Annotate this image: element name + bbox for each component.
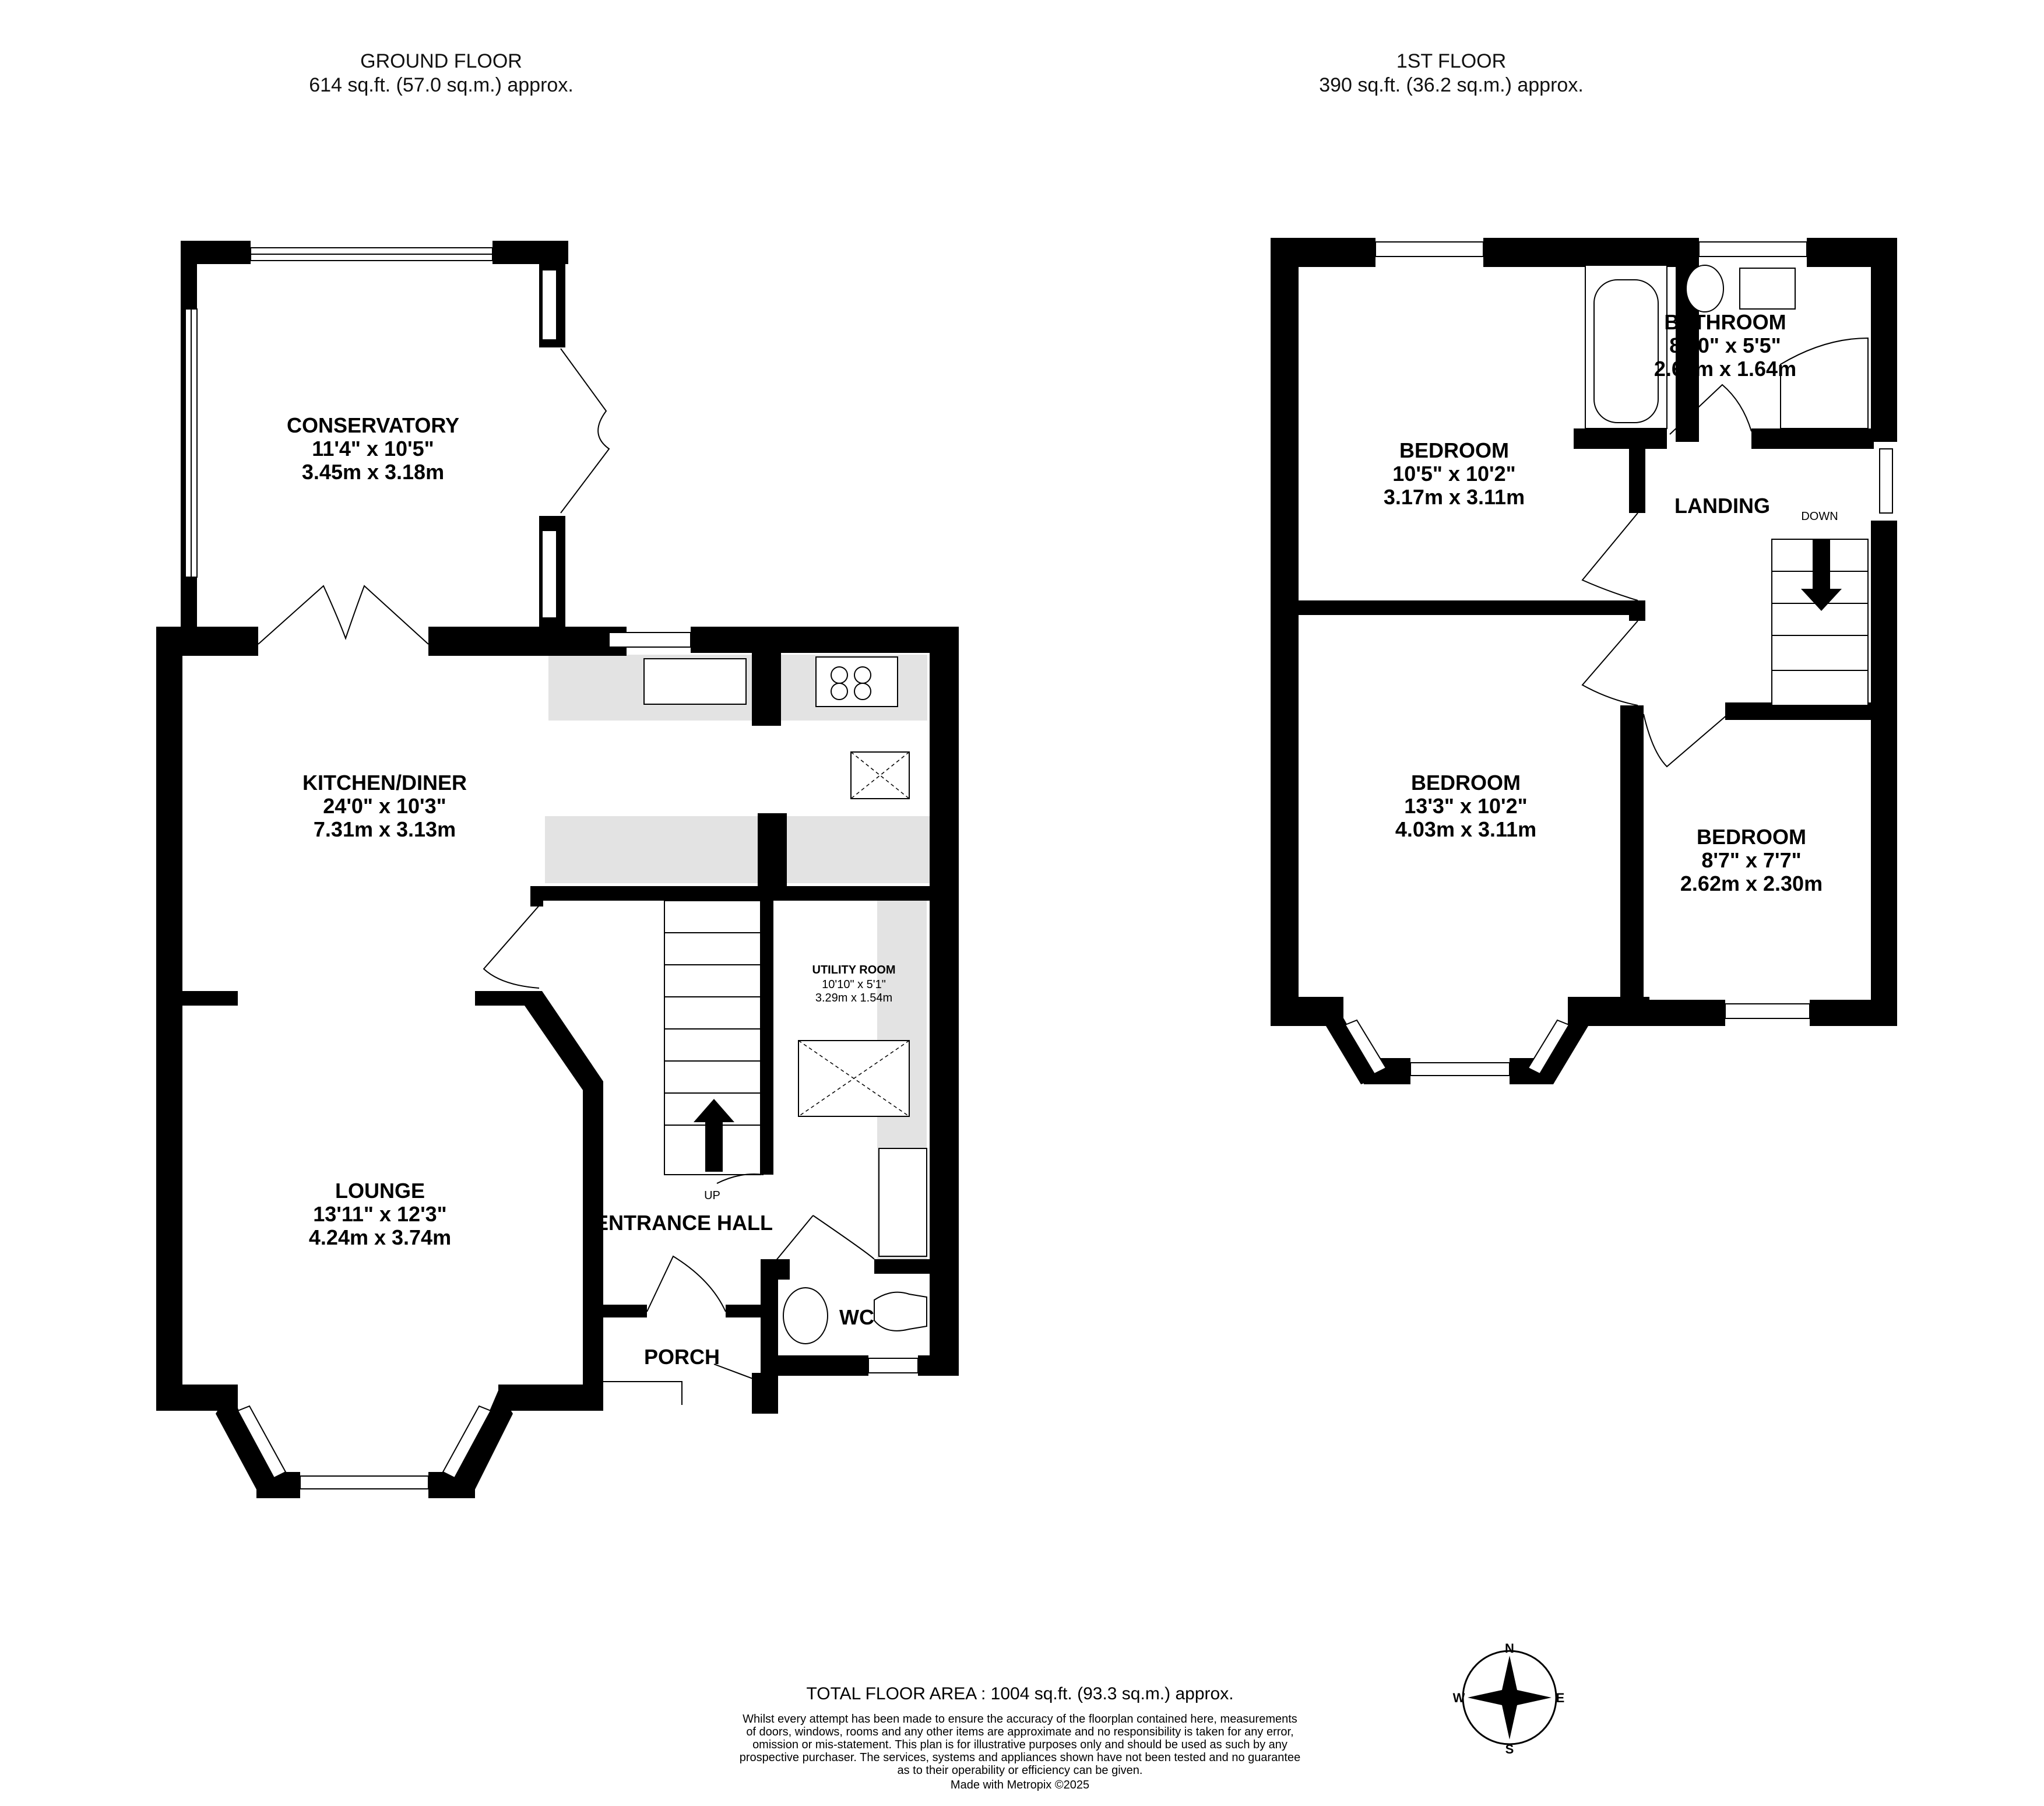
kitchen-double-door <box>258 585 429 645</box>
metropix-credit: Made with Metropix ©2025 <box>951 1779 1089 1791</box>
bedroom2-name: BEDROOM <box>1411 771 1521 795</box>
bedroom1-window <box>1375 241 1484 257</box>
bathroom-name: BATHROOM <box>1664 310 1786 334</box>
kitchen-island <box>545 816 930 883</box>
bedroom2-metric: 4.03m x 3.11m <box>1395 817 1536 841</box>
porch-door <box>603 1364 761 1405</box>
bedroom2-bay-window-front <box>1410 1062 1510 1076</box>
porch-name: PORCH <box>644 1345 720 1369</box>
wc-window <box>868 1358 919 1373</box>
label-bathroom: BATHROOM 8'10" x 5'5" 2.69m x 1.64m <box>1654 310 1796 381</box>
label-utility: UTILITY ROOM 10'10" x 5'1" 3.29m x 1.54m <box>812 964 896 1004</box>
stairs-arrow-up-icon <box>694 1099 734 1172</box>
lounge-bay-window-front <box>300 1475 429 1489</box>
hob <box>815 656 898 707</box>
conservatory-metric: 3.45m x 3.18m <box>302 460 444 484</box>
stairs-up-label: UP <box>704 1189 720 1202</box>
bedroom1-door <box>1581 512 1638 601</box>
bedroom3-metric: 2.62m x 2.30m <box>1680 872 1823 895</box>
bedroom2-door <box>1581 620 1638 706</box>
lounge-bay-window-right <box>442 1405 492 1479</box>
utility-imperial: 10'10" x 5'1" <box>822 978 886 991</box>
disclaimer-line-5: as to their operability or efficiency ca… <box>898 1764 1143 1777</box>
ground-floor-plan <box>156 241 959 1498</box>
stairs-arrow-down-icon <box>1801 539 1842 611</box>
kitchen-sink <box>643 658 747 705</box>
bedroom2-bay-window-right <box>1527 1019 1570 1075</box>
landing-name: LANDING <box>1674 494 1770 518</box>
conservatory-french-door <box>560 348 610 514</box>
landing-window <box>1879 448 1893 514</box>
first-floor-title: 1ST FLOOR <box>1396 50 1506 72</box>
bathroom-metric: 2.69m x 1.64m <box>1654 357 1796 381</box>
label-conservatory: CONSERVATORY 11'4" x 10'5" 3.45m x 3.18m <box>287 413 459 484</box>
kitchen-imperial: 24'0" x 10'3" <box>323 794 446 818</box>
lounge-door <box>483 903 541 989</box>
utility-door <box>716 1173 764 1184</box>
kitchen-metric: 7.31m x 3.13m <box>314 817 456 841</box>
compass-e: E <box>1556 1691 1565 1705</box>
wc-basin <box>783 1287 828 1344</box>
conservatory-name: CONSERVATORY <box>287 413 459 437</box>
disclaimer-line-2: of doors, windows, rooms and any other i… <box>746 1726 1293 1738</box>
compass-n: N <box>1505 1641 1514 1656</box>
bedroom3-door <box>1643 714 1729 768</box>
utility-sink <box>878 1148 927 1257</box>
bedroom2-imperial: 13'3" x 10'2" <box>1404 794 1527 818</box>
compass-w: W <box>1453 1691 1465 1705</box>
label-lounge: LOUNGE 13'11" x 12'3" 4.24m x 3.74m <box>309 1179 451 1249</box>
utility-metric: 3.29m x 1.54m <box>815 992 892 1004</box>
wc-door <box>772 1215 875 1266</box>
compass-s: S <box>1505 1742 1514 1756</box>
conservatory-imperial: 11'4" x 10'5" <box>312 437 434 461</box>
bathroom-door <box>1669 384 1752 435</box>
lounge-metric: 4.24m x 3.74m <box>309 1225 451 1249</box>
first-floor-plan <box>1271 238 1897 1084</box>
bedroom3-name: BEDROOM <box>1697 825 1806 849</box>
kitchen-window <box>608 632 691 648</box>
hall-name: ENTRANCE HALL <box>594 1211 773 1235</box>
disclaimer-line-4: prospective purchaser. The services, sys… <box>740 1751 1300 1764</box>
label-kitchen: KITCHEN/DINER 24'0" x 10'3" 7.31m x 3.13… <box>302 771 467 841</box>
ground-floor-title: GROUND FLOOR <box>360 50 522 72</box>
utility-name: UTILITY ROOM <box>812 964 896 976</box>
wc-name: WC <box>839 1305 874 1329</box>
total-floor-area: TOTAL FLOOR AREA : 1004 sq.ft. (93.3 sq.… <box>806 1684 1233 1703</box>
disclaimer-line-1: Whilst every attempt has been made to en… <box>743 1713 1297 1726</box>
compass-rose-icon: N S E W <box>1453 1641 1565 1756</box>
kitchen-name: KITCHEN/DINER <box>302 771 467 795</box>
label-bedroom3: BEDROOM 8'7" x 7'7" 2.62m x 2.30m <box>1680 825 1823 895</box>
label-bedroom2: BEDROOM 13'3" x 10'2" 4.03m x 3.11m <box>1395 771 1536 841</box>
hall-door <box>646 1255 726 1312</box>
first-floor-area: 390 sq.ft. (36.2 sq.m.) approx. <box>1319 74 1584 96</box>
bedroom1-metric: 3.17m x 3.11m <box>1384 485 1525 509</box>
kitchen-appliance <box>850 751 910 799</box>
bathroom-imperial: 8'10" x 5'5" <box>1669 333 1781 357</box>
bathroom-basin <box>1739 268 1796 310</box>
bathroom-window <box>1698 241 1807 257</box>
conservatory-window-right-top <box>541 269 557 340</box>
bathroom-toilet <box>1686 265 1724 312</box>
bedroom3-window <box>1725 1003 1810 1019</box>
stairs-down-label: DOWN <box>1801 510 1838 523</box>
lounge-name: LOUNGE <box>335 1179 425 1203</box>
bedroom3-imperial: 8'7" x 7'7" <box>1701 848 1801 872</box>
lounge-bay-window-left <box>237 1405 287 1479</box>
shower-enclosure <box>1780 337 1869 429</box>
wc-toilet <box>874 1291 927 1331</box>
disclaimer-line-3: omission or mis-statement. This plan is … <box>752 1738 1287 1751</box>
lounge-imperial: 13'11" x 12'3" <box>313 1202 446 1226</box>
label-bedroom1: BEDROOM 10'5" x 10'2" 3.17m x 3.11m <box>1384 438 1525 509</box>
bedroom1-imperial: 10'5" x 10'2" <box>1392 462 1515 486</box>
bedroom1-name: BEDROOM <box>1399 438 1509 462</box>
bedroom2-bay-window-left <box>1344 1019 1387 1075</box>
ground-floor-area: 614 sq.ft. (57.0 sq.m.) approx. <box>309 74 574 96</box>
conservatory-window-right-bottom <box>541 530 557 619</box>
